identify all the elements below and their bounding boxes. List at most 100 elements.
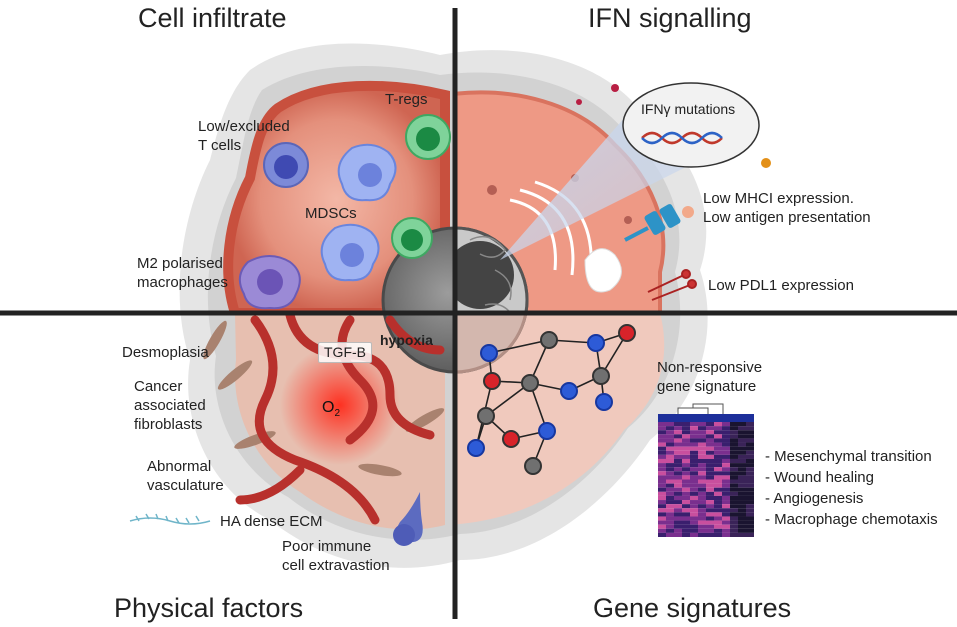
heatmap-cell xyxy=(722,500,730,505)
heatmap-cell xyxy=(706,442,714,447)
heatmap-cell xyxy=(682,442,690,447)
heatmap-cell xyxy=(730,508,738,513)
heatmap-cell xyxy=(706,491,714,496)
heatmap-cell xyxy=(666,458,674,464)
heatmap-cell xyxy=(722,512,730,517)
heatmap-cell xyxy=(706,438,714,443)
heatmap-cell xyxy=(690,487,698,492)
heatmap-cell xyxy=(682,500,690,505)
heatmap-cell xyxy=(746,475,754,480)
heatmap-cell xyxy=(698,438,706,443)
heatmap-cell xyxy=(682,512,690,517)
heatmap-cell xyxy=(674,438,682,443)
heatmap-cell xyxy=(746,491,754,496)
heatmap-cell xyxy=(738,487,746,492)
heatmap-cell xyxy=(730,463,738,468)
heatmap-cell xyxy=(698,512,706,517)
heatmap-cell xyxy=(722,504,730,509)
heatmap-cell xyxy=(674,504,682,509)
heatmap-cell xyxy=(674,450,682,455)
heatmap-cell xyxy=(746,524,754,529)
heatmap-cell xyxy=(698,532,706,537)
heatmap-cell xyxy=(746,508,754,513)
heatmap-cell xyxy=(658,463,666,468)
heatmap-cell xyxy=(674,508,682,513)
heatmap-cell xyxy=(746,504,754,509)
heatmap-cell xyxy=(674,528,682,533)
title-cell-infiltrate: Cell infiltrate xyxy=(138,3,287,33)
heatmap-cell xyxy=(666,450,674,455)
heatmap-cell xyxy=(690,442,698,447)
heatmap-cell xyxy=(714,434,722,439)
heatmap-cell xyxy=(722,434,730,439)
heatmap-cell xyxy=(738,475,746,480)
network-node xyxy=(618,324,636,342)
heatmap-cell xyxy=(722,458,730,464)
heatmap-cell xyxy=(682,475,690,480)
label-low-tcells: Low/excluded T cells xyxy=(198,118,290,154)
heatmap-cell xyxy=(698,471,706,476)
network-node xyxy=(477,407,495,425)
heatmap-cell xyxy=(698,504,706,509)
heatmap-cell xyxy=(674,491,682,496)
heatmap-cell xyxy=(746,532,754,537)
heatmap-cell xyxy=(682,504,690,509)
heatmap-cell xyxy=(674,430,682,435)
heatmap-cell xyxy=(690,483,698,488)
label-ifn-mutations: IFNγ mutations xyxy=(641,101,736,117)
heatmap-cell xyxy=(706,528,714,533)
heatmap-cell xyxy=(730,450,738,455)
network-edge xyxy=(488,339,550,354)
heatmap-cell xyxy=(682,495,690,501)
heatmap-cell xyxy=(714,516,722,521)
heatmap-cell xyxy=(682,471,690,476)
heatmap-cell xyxy=(690,512,698,517)
heatmap-cell xyxy=(738,528,746,533)
heatmap-cell xyxy=(730,491,738,496)
heatmap-cell xyxy=(706,475,714,480)
network-node xyxy=(540,331,558,349)
heatmap-cell xyxy=(722,516,730,521)
heatmap-cell xyxy=(666,471,674,476)
heatmap-cell xyxy=(714,454,722,459)
heatmap-cell xyxy=(690,458,698,464)
heatmap-cell xyxy=(722,524,730,529)
heatmap-cell xyxy=(730,512,738,517)
title-gene-signatures: Gene signatures xyxy=(593,593,792,623)
heatmap-cell xyxy=(698,479,706,484)
network-node xyxy=(483,372,501,390)
heatmap-cell xyxy=(738,491,746,496)
hypoxia-glow xyxy=(280,345,400,465)
heatmap-cell xyxy=(722,426,730,431)
heatmap-header xyxy=(658,414,754,422)
network-node xyxy=(587,334,605,352)
heatmap-cell xyxy=(706,520,714,525)
heatmap-cell xyxy=(738,422,746,427)
heatmap-cell xyxy=(682,434,690,439)
m2-macrophage xyxy=(238,255,301,310)
vesicle xyxy=(584,248,622,293)
heatmap-cell xyxy=(674,467,682,472)
heatmap-cell xyxy=(730,442,738,447)
heatmap-cell xyxy=(674,532,682,537)
label-mhc-expression: Low MHCI expression. Low antigen present… xyxy=(703,190,871,226)
heatmap-cell xyxy=(706,446,714,451)
heatmap-cell xyxy=(706,458,714,464)
heatmap-cell xyxy=(658,516,666,521)
heatmap-cell xyxy=(730,430,738,435)
heatmap-cell xyxy=(658,491,666,496)
heatmap-cell xyxy=(682,487,690,492)
heatmap-cell xyxy=(746,463,754,468)
heatmap-cell xyxy=(674,500,682,505)
label-gene-signature: Non-responsive gene signature xyxy=(657,359,763,395)
heatmap-cell xyxy=(698,422,706,427)
heatmap-cell xyxy=(666,487,674,492)
heatmap-cell xyxy=(690,438,698,443)
heatmap-cell xyxy=(746,450,754,455)
heatmap-cell xyxy=(658,528,666,533)
heatmap-cell xyxy=(738,483,746,488)
heatmap-cell xyxy=(722,475,730,480)
heatmap-cell xyxy=(674,458,682,464)
heatmap-cell xyxy=(682,508,690,513)
